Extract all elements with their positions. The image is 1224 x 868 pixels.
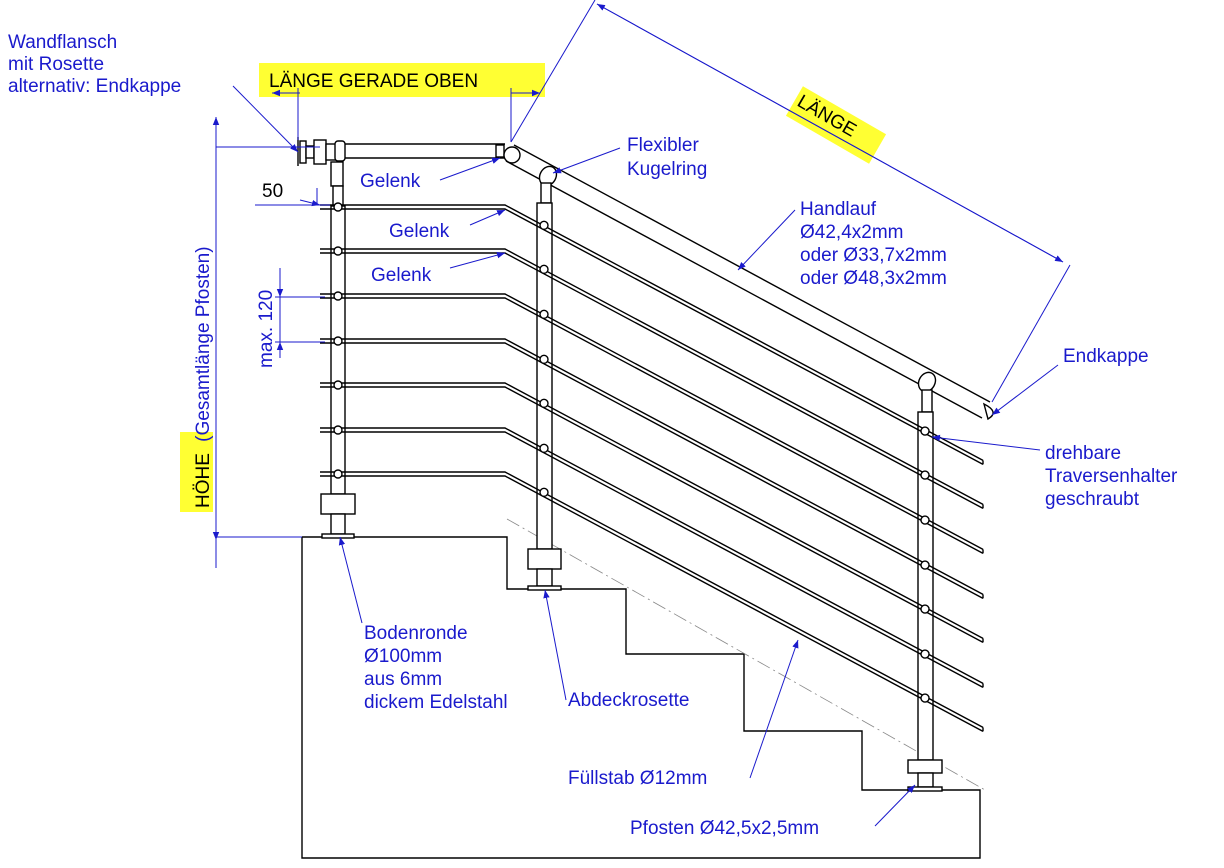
post-left: [320, 161, 356, 539]
label-hoehe: HÖHE (Gesamtlänge Pfosten): [193, 246, 214, 508]
infill-bars: [320, 202, 984, 732]
stair-pitch-line: [506, 518, 986, 791]
bar-holder: [539, 264, 549, 275]
label-pfosten: Pfosten Ø42,5x2,5mm: [630, 818, 819, 839]
label-dim-50: 50: [262, 181, 283, 202]
label-handlauf: Handlauf Ø42,4x2mm oder Ø33,7x2mm oder Ø…: [800, 199, 952, 289]
bar-holder: [539, 398, 549, 409]
infill-bar: [320, 291, 984, 554]
bar-holder: [333, 425, 343, 435]
dimensions: [212, 0, 1071, 568]
label-traversenhalter: drehbare Traversenhalter geschraubt: [1045, 443, 1183, 510]
end-cap-shape: [982, 402, 994, 421]
label-gelenk-2: Gelenk: [389, 221, 450, 242]
label-hoehe-main: HÖHE: [193, 453, 214, 508]
wall-flange: [297, 137, 341, 166]
highlight-hoehe: [180, 432, 213, 512]
label-flexibler-kugelring: Flexibler Kugelring: [627, 135, 707, 180]
bar-holder: [333, 246, 343, 256]
infill-bar: [320, 380, 984, 643]
label-gelenk-3: Gelenk: [371, 265, 432, 286]
handrail-knee-joint: [503, 146, 521, 164]
bar-holder: [920, 560, 930, 570]
infill-bar: [320, 202, 984, 465]
staircase: [301, 518, 986, 859]
bar-holder: [920, 470, 930, 480]
bar-holder: [539, 220, 549, 231]
label-endkappe: Endkappe: [1063, 346, 1149, 367]
infill-bar: [320, 469, 984, 732]
label-laenge-gerade-oben: LÄNGE GERADE OBEN: [269, 71, 478, 92]
bar-holder: [539, 309, 549, 320]
bar-holder: [539, 354, 549, 365]
label-abdeckrosette: Abdeckrosette: [568, 690, 689, 711]
label-hoehe-sub: (Gesamtlänge Pfosten): [193, 246, 214, 441]
infill-bar: [320, 425, 984, 688]
bar-holder: [920, 515, 930, 525]
bar-holder: [333, 380, 343, 390]
label-max-120: max. 120: [256, 290, 277, 368]
label-fuellstab: Füllstab Ø12mm: [568, 768, 707, 789]
infill-bar: [320, 336, 984, 599]
leader-lines: [232, 85, 1059, 827]
label-gelenk-1: Gelenk: [360, 171, 421, 192]
bar-holder: [920, 649, 930, 659]
bar-holder: [920, 604, 930, 614]
highlight-laenge-gerade-oben: [259, 63, 545, 97]
highlight-laenge: [785, 86, 887, 164]
post-right: [907, 389, 943, 792]
post-middle: [527, 182, 562, 591]
handrail-end-top: [495, 144, 505, 158]
label-bodenronde: Bodenronde Ø100mm aus 6mm dickem Edelsta…: [364, 623, 508, 713]
bar-holder: [920, 693, 930, 703]
bar-holder: [539, 487, 549, 498]
bar-holder: [539, 443, 549, 454]
bar-holder: [333, 336, 343, 346]
label-wandflansch: Wandflansch mit Rosette alternativ: Endk…: [8, 32, 181, 97]
flange-joint: [334, 140, 346, 162]
bar-holder: [333, 202, 343, 212]
bar-holder: [333, 469, 343, 479]
bar-holder: [333, 291, 343, 301]
bar-holder: [920, 426, 930, 436]
